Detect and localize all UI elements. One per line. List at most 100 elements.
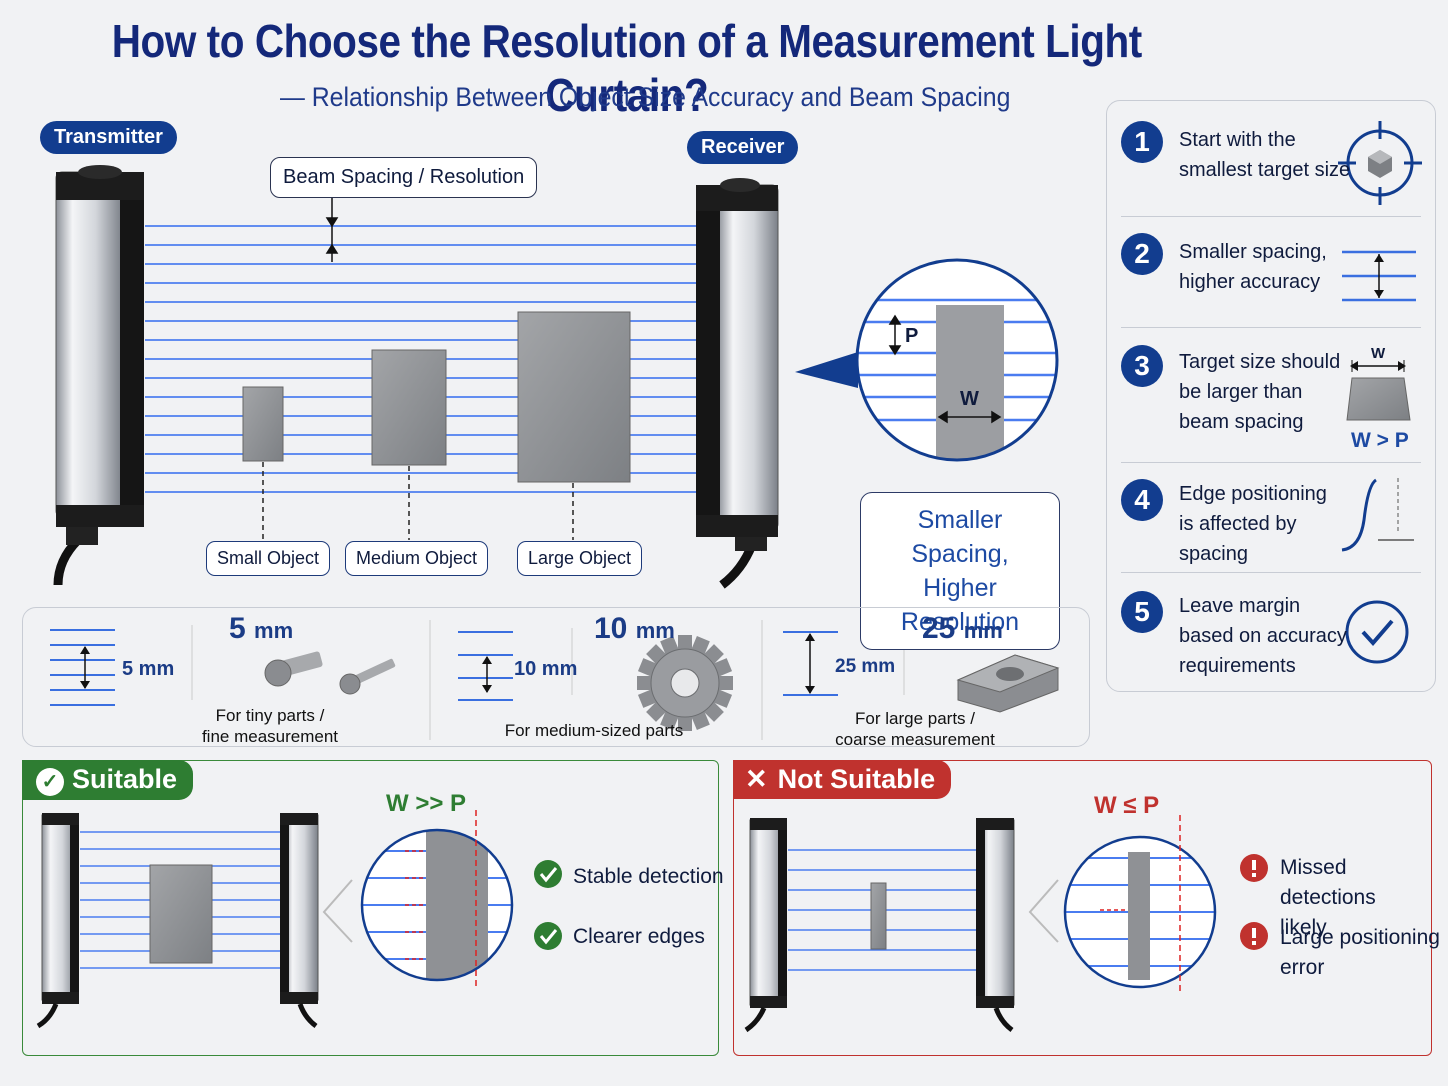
beam-spacing-label: Beam Spacing / Resolution: [270, 157, 538, 198]
resolution-10mm: 10 mm: [594, 612, 675, 646]
step-number: 4: [1121, 479, 1163, 521]
scale-label-5mm: 5 mm: [122, 658, 175, 680]
not-suitable-bullet-1: Missed detections likely: [1280, 853, 1448, 943]
page-title: How to Choose the Resolution of a Measur…: [111, 15, 1143, 121]
divider: [1121, 216, 1421, 217]
check-circle-icon: ✓: [36, 768, 64, 796]
step-number: 5: [1121, 591, 1163, 633]
receiver-device: [696, 178, 779, 589]
res-value: 10: [594, 612, 628, 645]
caption-line: For medium-sized parts: [504, 721, 684, 740]
small-object: [242, 386, 284, 462]
bullet-line: error: [1280, 956, 1325, 979]
not-suitable-bullet-2: Large positioning error: [1280, 923, 1440, 983]
divider: [1121, 572, 1421, 573]
suitable-tag: ✓Suitable: [22, 760, 194, 800]
spacing-icon: [1342, 250, 1416, 302]
steps-panel: 1 Start with the smallest target size 2 …: [1106, 100, 1436, 692]
step-line: Target size should: [1179, 351, 1341, 373]
step-line: smallest target size: [1179, 159, 1351, 181]
gear-icon: [637, 635, 733, 731]
bracket-icon: [956, 654, 1060, 713]
target-icon: [1338, 121, 1422, 205]
not-suitable-scene: [744, 815, 1268, 1033]
not-suitable-panel: [733, 760, 1432, 1056]
suitable-scene: [36, 810, 562, 1029]
caption-line: coarse measurement: [835, 730, 995, 749]
edge-curve-icon: [1341, 478, 1414, 552]
large-object-label: Large Object: [517, 541, 643, 576]
bullet-line: likely: [1280, 916, 1327, 939]
step-line: be larger than: [1179, 381, 1303, 403]
zoom-circle: [855, 258, 1059, 462]
scale-label-10mm: 10 mm: [514, 658, 578, 680]
res-unit: mm: [635, 618, 675, 643]
check-icon-2: [534, 922, 562, 950]
caption-5mm: For tiny parts / fine measurement: [180, 705, 360, 747]
medium-object: [371, 349, 447, 466]
res-unit: mm: [963, 618, 1003, 643]
caption-line: For tiny parts /: [215, 706, 325, 725]
scale-25mm: [783, 631, 838, 696]
res-value: 25: [922, 612, 956, 645]
divider: [1121, 462, 1421, 463]
screw-icon: [264, 651, 396, 695]
w-greater-p-icon: [1346, 360, 1411, 421]
caption-line: fine measurement: [201, 727, 339, 746]
suitable-bullet-1: Stable detection: [573, 865, 724, 888]
receiver-label: Receiver: [687, 131, 799, 164]
res-unit: mm: [254, 618, 294, 643]
medium-object-label: Medium Object: [345, 541, 489, 576]
suitable-bullet-2: Clearer edges: [573, 925, 705, 948]
not-suitable-tag: ✕ Not Suitable: [733, 760, 952, 799]
not-suitable-tag-text: Not Suitable: [777, 764, 936, 794]
suitable-panel: [22, 760, 719, 1056]
w-greater-p-rule: W > P: [1351, 429, 1409, 452]
check-icon-1: [534, 860, 562, 888]
transmitter-label: Transmitter: [40, 121, 177, 154]
step-text: Leave margin based on accuracy requireme…: [1179, 591, 1347, 681]
step-text: Smaller spacing, higher accuracy: [1179, 237, 1327, 297]
small-object-label: Small Object: [206, 541, 331, 576]
resolution-panel: [22, 607, 1090, 747]
res-value: 5: [229, 612, 246, 645]
bullet-line: Large positioning: [1280, 926, 1440, 949]
step-line: Smaller spacing,: [1179, 241, 1327, 263]
alert-icon-2: [1240, 922, 1268, 950]
resolution-5mm: 5 mm: [229, 612, 293, 646]
transmitter-device: [53, 165, 144, 586]
scale-label-25mm: 25 mm: [835, 656, 896, 677]
step-text: Start with the smallest target size: [1179, 125, 1350, 185]
step-number: 2: [1121, 233, 1163, 275]
page-subtitle: — Relationship Between Object Size Accur…: [280, 82, 1011, 112]
step-number: 3: [1121, 345, 1163, 387]
zoom-p-label: P: [905, 325, 919, 347]
callout-line-2: Higher Resolution: [900, 574, 1020, 636]
step-text: Target size should be larger than beam s…: [1179, 347, 1340, 437]
step-line: Start with the: [1179, 129, 1296, 151]
resolution-25mm: 25 mm: [922, 612, 1003, 646]
step-line: based on accuracy: [1179, 625, 1347, 647]
resolution-callout: Smaller Spacing, Higher Resolution: [860, 492, 1060, 650]
step-line: beam spacing: [1179, 411, 1304, 433]
bullet-line: Missed detections: [1280, 856, 1376, 909]
step-line: requirements: [1179, 655, 1296, 677]
step-line: spacing: [1179, 543, 1248, 565]
step-line: Edge positioning: [1179, 483, 1327, 505]
zoom-w-label: W: [960, 388, 979, 410]
callout-line-1: Smaller Spacing,: [911, 506, 1009, 568]
step-line: higher accuracy: [1179, 271, 1321, 293]
not-suitable-rule: W ≤ P: [1094, 792, 1160, 819]
step-line: is affected by: [1179, 513, 1297, 535]
suitable-rule: W >> P: [386, 790, 467, 817]
scale-5mm: [50, 629, 115, 706]
caption-line: For large parts /: [855, 709, 975, 728]
icon-w-label: W: [1371, 345, 1386, 362]
alert-icon-1: [1240, 854, 1268, 882]
step-number: 1: [1121, 121, 1163, 163]
step-text: Edge positioning is affected by spacing: [1179, 479, 1327, 569]
caption-10mm: For medium-sized parts: [484, 720, 704, 741]
close-icon: ✕: [745, 764, 768, 794]
divider: [1121, 327, 1421, 328]
